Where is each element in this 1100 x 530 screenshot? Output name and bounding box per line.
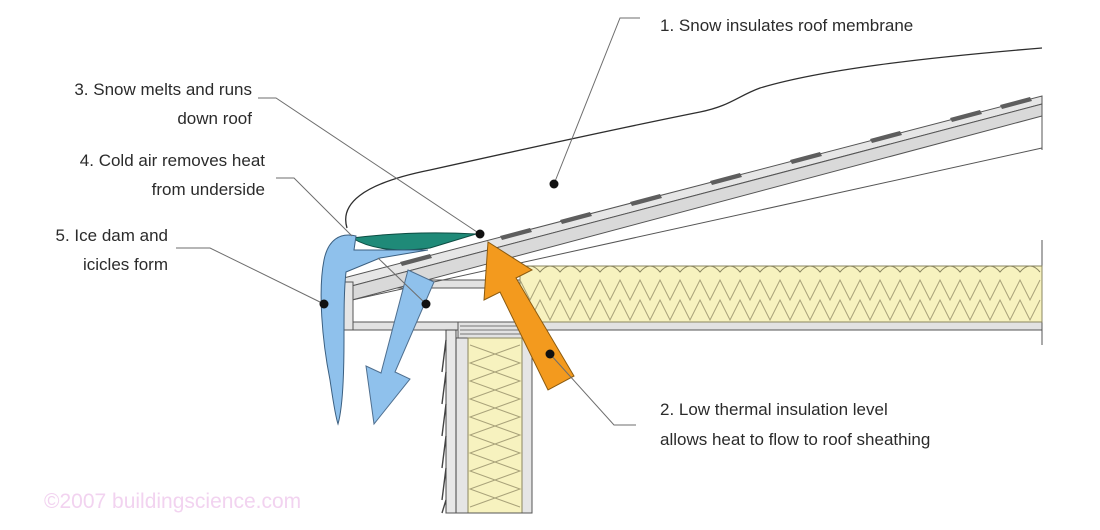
label-snow-melts-line2: down roof <box>177 109 252 128</box>
label-ice-dam-line2: icicles form <box>83 255 168 274</box>
label-cold-air-line2: from underside <box>152 180 265 199</box>
snow-pack <box>345 47 1043 229</box>
ceiling-insulation <box>519 265 1043 323</box>
label-snow-melts-line1: 3. Snow melts and runs <box>74 80 252 99</box>
label-low-insulation-line2: allows heat to flow to roof sheathing <box>660 430 930 449</box>
label-snow-insulates: 1. Snow insulates roof membrane <box>660 16 913 35</box>
exterior-wall <box>441 321 533 514</box>
copyright-watermark: ©2007 buildingscience.com <box>44 490 301 513</box>
label-ice-dam-line1: 5. Ice dam and <box>56 226 168 245</box>
melt-water <box>350 232 477 251</box>
ice-dam <box>320 234 429 426</box>
leader-lines <box>176 17 640 426</box>
label-low-insulation-line1: 2. Low thermal insulation level <box>660 400 888 419</box>
callout-dots <box>319 179 559 359</box>
cold-air-arrow-icon <box>365 269 435 426</box>
label-cold-air-line1: 4. Cold air removes heat <box>80 151 265 170</box>
